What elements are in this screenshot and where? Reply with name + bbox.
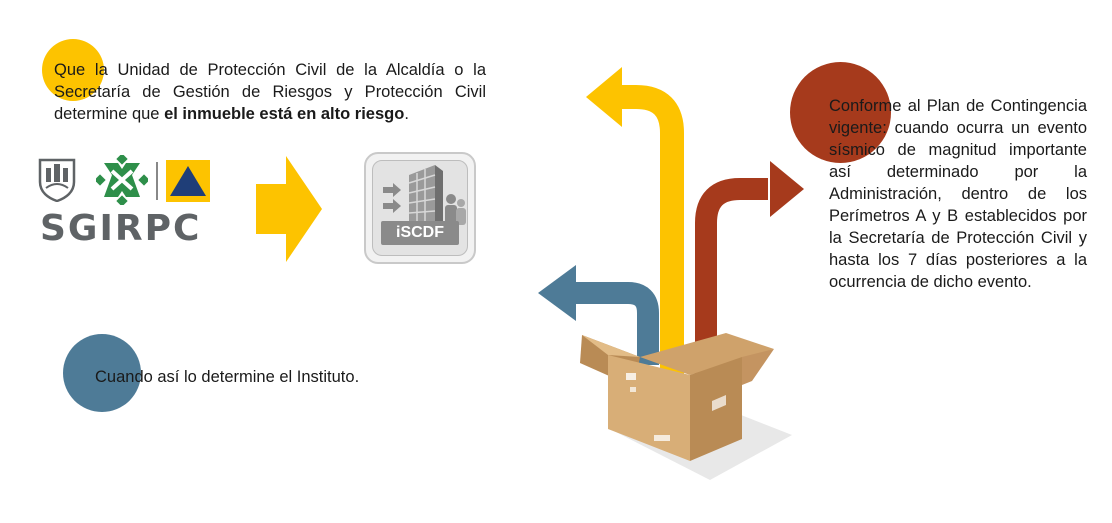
- top-text: Que la Unidad de Protección Civil de la …: [54, 59, 486, 125]
- iscdf-label: iSCDF: [396, 224, 444, 241]
- box-arrows-illustration: [538, 67, 804, 480]
- city-shield-icon: [38, 158, 76, 202]
- red-circle: [790, 62, 891, 163]
- open-box-icon: [580, 333, 774, 461]
- logo-divider: [156, 162, 158, 200]
- arrow-up-right-icon: [695, 161, 804, 385]
- iscdf-icon-inner: iSCDF: [372, 160, 468, 256]
- top-text-end: .: [404, 105, 409, 123]
- yellow-circle: [42, 39, 104, 101]
- arrow-left-icon: [538, 265, 659, 365]
- top-text-start: Que la Unidad de Protección Civil de la …: [54, 61, 486, 123]
- arrow-right-icon: [256, 156, 322, 262]
- sgirpc-logo: [38, 155, 210, 245]
- bottom-text: Cuando así lo determine el Instituto.: [95, 368, 360, 386]
- logo-wordmark: SGIRPC: [40, 208, 202, 249]
- civil-protection-triangle-icon: [166, 160, 210, 202]
- iscdf-app-icon: iSCDF: [364, 152, 476, 264]
- blue-circle: [63, 334, 141, 412]
- cdmx-emblem-icon: [96, 155, 148, 205]
- arrow-up-left-icon: [586, 67, 684, 385]
- top-text-bold: el inmueble está en alto riesgo: [164, 105, 405, 123]
- right-text: Conforme al Plan de Contingencia vigente…: [829, 97, 1087, 291]
- iscdf-label-bar: iSCDF: [381, 221, 459, 245]
- building-people-icon: [383, 165, 466, 225]
